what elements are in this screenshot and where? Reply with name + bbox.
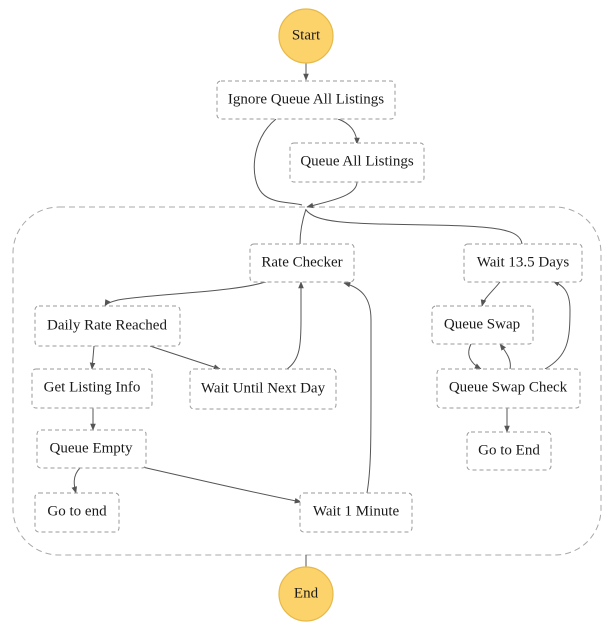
state-label: Wait Until Next Day	[201, 380, 326, 396]
state-get-listing-info[interactable]: Get Listing Info	[31, 368, 153, 409]
state-label: Daily Rate Reached	[47, 317, 167, 333]
state-label: Go to End	[478, 442, 540, 458]
edge-wait1-to-rate	[343, 281, 372, 494]
state-label: Rate Checker	[261, 254, 342, 270]
state-queue-swap-check[interactable]: Queue Swap Check	[436, 368, 581, 409]
loop-container	[12, 206, 602, 556]
edge-rate-to-daily	[104, 280, 269, 307]
state-label: Queue Swap	[444, 316, 520, 332]
state-ignore-queue-all-listings[interactable]: Ignore Queue All Listings	[216, 80, 396, 120]
edge-waitnext-to-rate	[286, 281, 304, 370]
state-queue-swap[interactable]: Queue Swap	[431, 305, 534, 345]
edge-daily-to-waitnext	[149, 345, 221, 370]
edge-queue-all-to-container	[306, 181, 358, 209]
edge-rate-checker-up	[299, 208, 307, 245]
edge-ignore-to-queue-all	[337, 118, 360, 145]
edge-daily-to-getinfo	[89, 345, 96, 370]
state-label: Queue Swap Check	[449, 379, 568, 395]
state-go-to-end-right[interactable]: Go to End	[466, 431, 552, 471]
state-label: Get Listing Info	[44, 379, 141, 395]
edges	[71, 63, 571, 574]
state-label: Wait 1 Minute	[313, 503, 400, 519]
state-label: Queue Empty	[50, 440, 133, 456]
state-label: Go to end	[47, 503, 107, 519]
state-wait-13-5-days[interactable]: Wait 13.5 Days	[463, 243, 583, 283]
state-wait-until-next-day[interactable]: Wait Until Next Day	[189, 368, 337, 410]
edge-swapcheck-to-swap	[499, 343, 511, 370]
edge-queueempty-to-wait1	[141, 466, 302, 504]
state-label: Ignore Queue All Listings	[228, 91, 384, 107]
start-label: Start	[292, 27, 321, 43]
edge-ignore-to-container	[253, 118, 303, 206]
edge-wait13-to-swap	[480, 281, 501, 307]
edge-wait13-to-top	[305, 209, 523, 245]
start-node: Start	[278, 8, 334, 64]
edge-swap-to-swapcheck	[468, 343, 482, 370]
edge-queueempty-to-gotoend	[71, 467, 81, 494]
state-label: Queue All Listings	[300, 153, 413, 169]
state-queue-empty[interactable]: Queue Empty	[36, 429, 147, 469]
state-daily-rate-reached[interactable]: Daily Rate Reached	[34, 305, 181, 347]
edge-swapcheck-to-wait13	[544, 280, 571, 370]
state-wait-1-minute[interactable]: Wait 1 Minute	[299, 492, 413, 533]
end-node: End	[278, 566, 334, 622]
state-rate-checker[interactable]: Rate Checker	[249, 243, 355, 283]
state-go-to-end-left[interactable]: Go to end	[34, 492, 120, 533]
end-label: End	[294, 585, 319, 601]
state-label: Wait 13.5 Days	[477, 254, 570, 270]
state-queue-all-listings[interactable]: Queue All Listings	[289, 142, 425, 183]
